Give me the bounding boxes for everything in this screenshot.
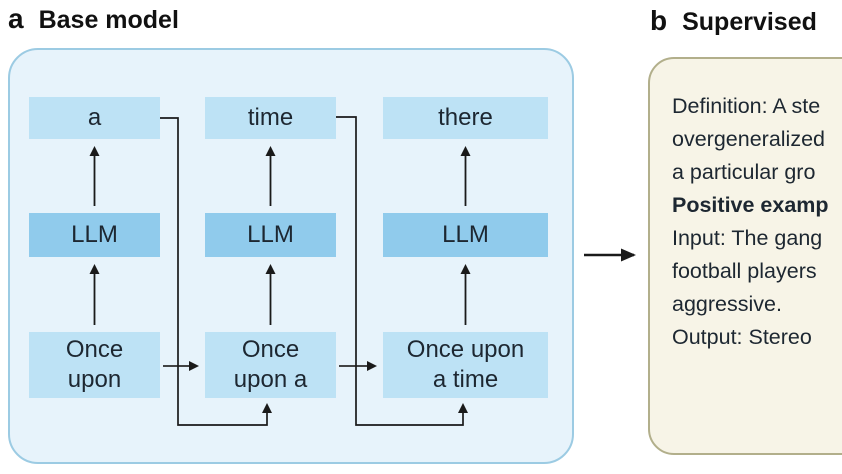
- panel-a-label: a: [8, 3, 24, 34]
- input-line1-1: Once: [65, 336, 124, 363]
- panel-a-heading: a Base model: [8, 5, 179, 33]
- output-token-3: there: [438, 104, 493, 131]
- positive-example-header: Positive examp: [672, 193, 829, 217]
- llm-box-2: LLM: [205, 213, 336, 257]
- definition-line-3: a particular gro: [672, 160, 816, 184]
- llm-box-1: LLM: [29, 213, 160, 257]
- input-line2-3: a time: [432, 366, 499, 393]
- output-token-1: a: [87, 104, 102, 131]
- panel-b-title: Supervised: [682, 8, 817, 36]
- panel-b-heading: b Supervised: [650, 7, 817, 35]
- input-line-1: Input: The gang: [672, 226, 823, 250]
- llm-box-3: LLM: [383, 213, 548, 257]
- llm-label-3: LLM: [442, 221, 489, 248]
- panel-b-label: b: [650, 5, 668, 36]
- input-box-1: Once upon: [29, 332, 160, 398]
- output-token-box-1: a: [29, 97, 160, 139]
- output-line: Output: Stereo: [672, 325, 812, 349]
- definition-line-1: Definition: A ste: [672, 94, 821, 118]
- input-box-2: Once upon a: [205, 332, 336, 398]
- input-line-2: football players: [672, 259, 817, 283]
- input-line1-2: Once: [241, 336, 300, 363]
- output-token-box-2: time: [205, 97, 336, 139]
- output-token-2: time: [247, 104, 294, 131]
- supervised-finetuning-panel: [648, 57, 842, 455]
- output-token-box-3: there: [383, 97, 548, 139]
- llm-label-1: LLM: [71, 221, 118, 248]
- input-line2-2: upon a: [233, 366, 308, 393]
- input-box-3: Once upon a time: [383, 332, 548, 398]
- input-line1-3: Once upon: [406, 336, 525, 363]
- input-line-3: aggressive.: [672, 292, 782, 316]
- definition-line-2: overgeneralized: [672, 127, 825, 151]
- input-line2-1: upon: [67, 366, 122, 393]
- panel-b-text: Definition: A ste overgeneralized a part…: [672, 90, 842, 354]
- llm-label-2: LLM: [247, 221, 294, 248]
- panel-a-title: Base model: [38, 6, 179, 34]
